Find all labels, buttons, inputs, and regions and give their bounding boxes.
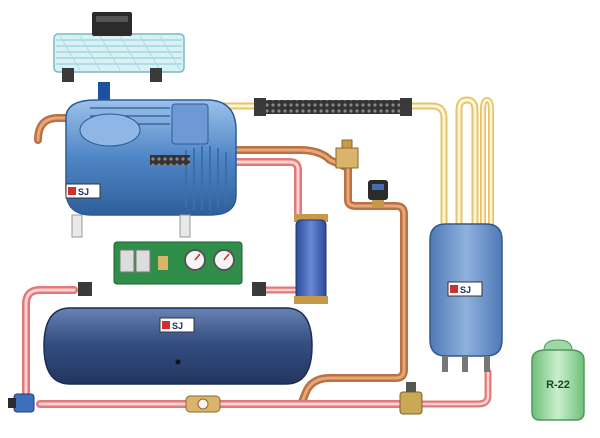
coil-bracket-left: [62, 68, 74, 82]
vibration-absorber: [254, 98, 412, 116]
liquid-receiver: SJ: [43, 282, 313, 385]
cylinder-label: R-22: [546, 379, 570, 391]
condenser-coil: [53, 12, 185, 82]
sight-glass: [185, 395, 221, 413]
control-box: [92, 12, 132, 36]
hot-gas-line: [231, 158, 302, 218]
charging-valve: [399, 382, 423, 415]
solenoid-valve: [368, 180, 388, 208]
accumulator-brand-text: SJ: [460, 285, 471, 295]
compressor: SJ: [65, 82, 237, 238]
copper-line-top: [34, 114, 70, 144]
compressor-vibration-absorber: [150, 155, 190, 165]
liquid-line-right: [401, 102, 448, 229]
coil-bracket-right: [150, 68, 162, 82]
charging-line: [416, 368, 492, 408]
terminal-box: [171, 103, 209, 145]
refrigerant-cylinder: R-22: [531, 339, 585, 421]
expansion-valve: [335, 139, 359, 169]
suction-accumulator: SJ: [429, 223, 503, 372]
compressor-foot-right: [179, 214, 191, 238]
compressor-foot-left: [71, 214, 83, 238]
receiver-brand-text: SJ: [172, 321, 183, 331]
filter-drier: [294, 214, 328, 304]
compressor-brand-text: SJ: [78, 187, 89, 197]
pressure-control-panel: [113, 241, 243, 285]
service-valve-left: [8, 393, 35, 413]
accumulator-inlet-tube: [455, 96, 479, 229]
